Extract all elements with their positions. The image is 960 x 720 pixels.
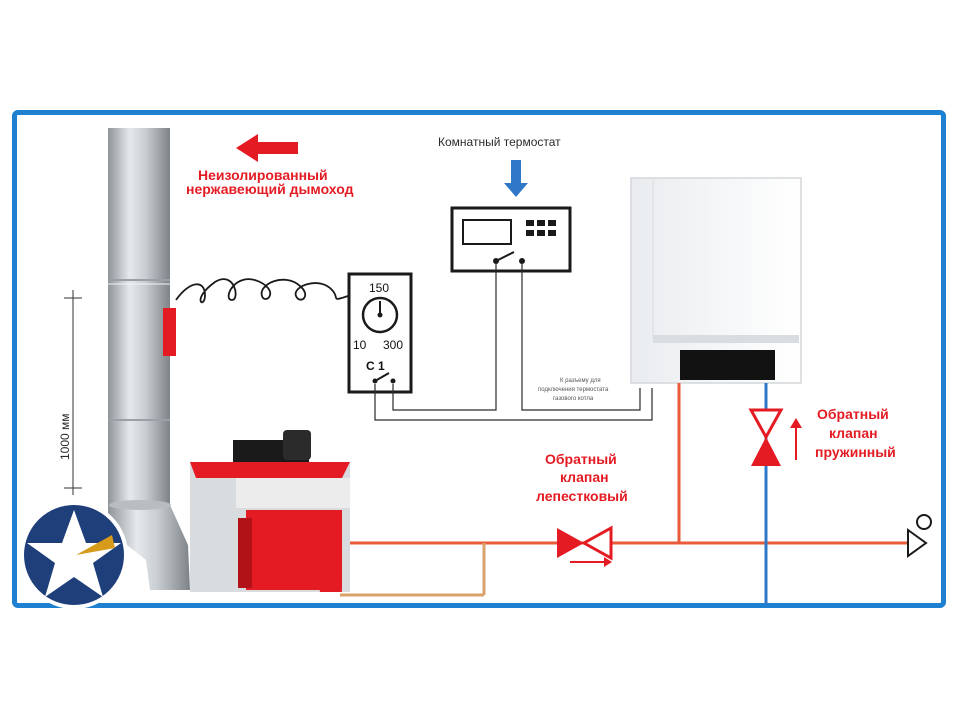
flue-thermostat <box>347 272 413 394</box>
boiler-note-line2: подключения термостата <box>538 387 609 393</box>
dial-mid: 300 <box>383 338 403 352</box>
room-thermostat <box>450 206 572 273</box>
chimney-pipe <box>108 128 190 590</box>
boiler-note-line3: газового котла <box>553 396 594 402</box>
flap-valve-label-2: клапан <box>560 469 609 485</box>
flap-check-valve <box>557 525 613 567</box>
spring-check-valve <box>748 408 802 466</box>
chimney-label-line2: нержавеющий дымоход <box>186 181 354 197</box>
controller-code: C 1 <box>366 359 385 373</box>
logo-badge <box>20 501 128 609</box>
down-arrow-icon <box>504 160 528 197</box>
gas-boiler <box>630 177 802 384</box>
left-arrow-icon <box>236 134 298 162</box>
solid-fuel-boiler <box>190 430 350 592</box>
chimney-label-line1: Неизолированный <box>198 167 328 183</box>
dial-min: 10 <box>353 338 367 352</box>
coil-wire <box>175 278 349 304</box>
height-dimension <box>64 290 82 495</box>
flap-valve-label-1: Обратный <box>545 451 617 467</box>
spring-valve-label-1: Обратный <box>817 406 889 422</box>
control-wires <box>374 264 653 421</box>
flue-sensor <box>163 308 176 356</box>
boiler-note-line1: К разъему для <box>560 378 601 384</box>
room-thermostat-label: Комнатный термостат <box>438 135 561 149</box>
spring-valve-label-3: пружинный <box>815 444 896 460</box>
spring-valve-label-2: клапан <box>829 425 878 441</box>
flap-valve-label-3: лепестковый <box>536 488 628 504</box>
pump-symbol <box>907 514 932 558</box>
dial-max: 150 <box>369 281 389 295</box>
height-label: 1000 мм <box>58 413 72 460</box>
